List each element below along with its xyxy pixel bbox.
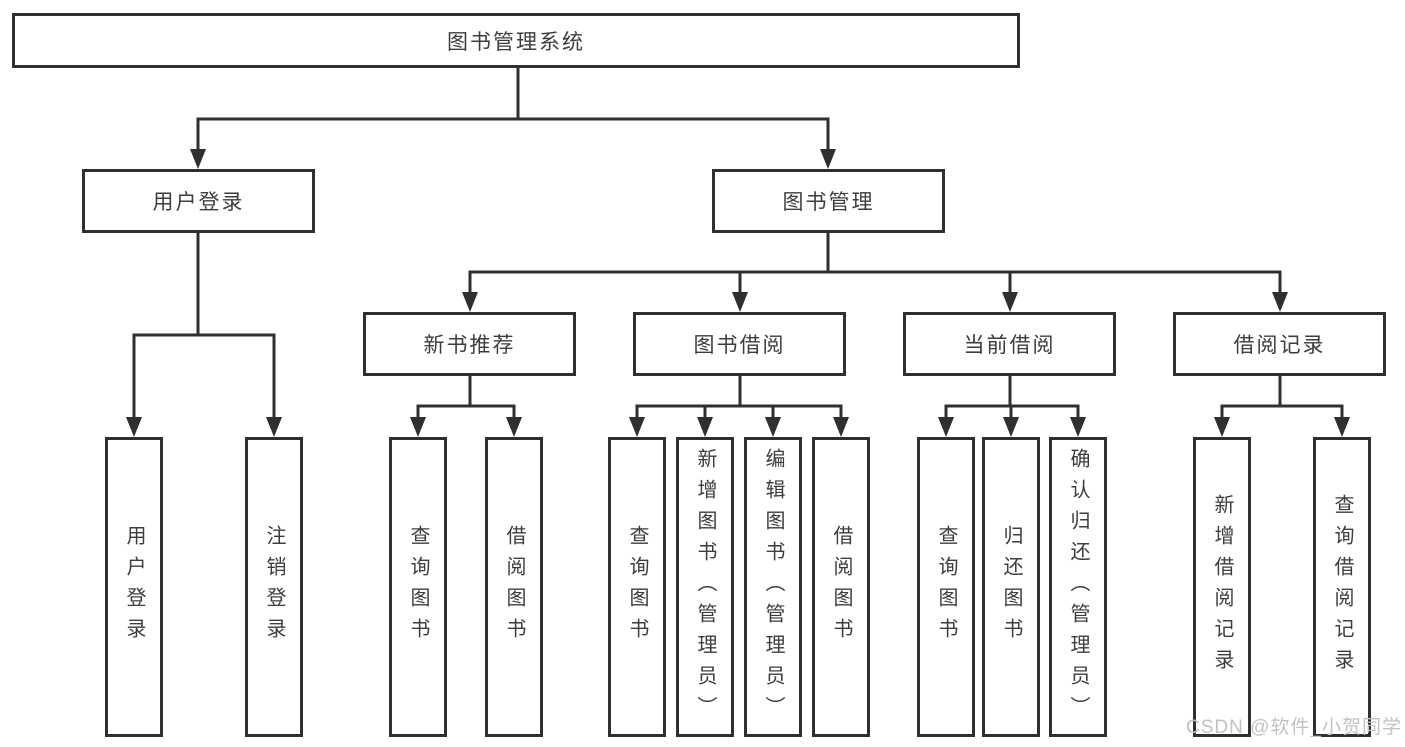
leaf-label: 新增借阅记录: [1211, 494, 1233, 680]
leaf-label: 新增图书（管理员）: [694, 447, 716, 727]
arrowheads: [126, 149, 1350, 437]
leaf-label: 查询借阅记录: [1331, 494, 1353, 680]
node-borrow-records: 借阅记录: [1173, 312, 1386, 376]
leaf-label: 查询图书: [935, 525, 957, 649]
connector-newbook-split: [416, 376, 516, 419]
leaf-label: 用户登录: [123, 525, 145, 649]
leaf-label: 注销登录: [263, 525, 285, 649]
leaf-label: 编辑图书（管理员）: [762, 447, 784, 727]
connector-management-split: [468, 233, 1282, 294]
connector-currentborrow-split: [944, 376, 1080, 419]
node-current-borrow: 当前借阅: [903, 312, 1116, 376]
leaf-label: 归还图书: [1000, 525, 1022, 649]
leaf-label: 确认归还（管理员）: [1067, 447, 1089, 727]
leaf-logout: 注销登录: [245, 437, 303, 737]
leaf-edit-books-admin: 编辑图书（管理员）: [744, 437, 802, 737]
leaf-user-login: 用户登录: [105, 437, 163, 737]
leaf-confirm-return-admin: 确认归还（管理员）: [1049, 437, 1107, 737]
leaf-return-books: 归还图书: [982, 437, 1040, 737]
leaf-label: 查询图书: [626, 525, 648, 649]
connector-bookborrow-split: [635, 376, 843, 419]
leaf-add-borrow-record: 新增借阅记录: [1193, 437, 1251, 737]
leaf-label: 借阅图书: [503, 525, 525, 649]
leaf-query-borrow-record: 查询借阅记录: [1313, 437, 1371, 737]
connector-root-split: [196, 68, 830, 151]
node-book-borrow: 图书借阅: [633, 312, 846, 376]
leaf-label: 查询图书: [407, 525, 429, 649]
leaf-borrow-books-newbook: 借阅图书: [485, 437, 543, 737]
leaf-query-books-borrow: 查询图书: [608, 437, 666, 737]
leaf-borrow-books: 借阅图书: [812, 437, 870, 737]
leaf-label: 借阅图书: [830, 525, 852, 649]
node-new-book-recommend: 新书推荐: [363, 312, 576, 376]
leaf-query-books-newbook: 查询图书: [389, 437, 447, 737]
node-book-management: 图书管理: [712, 169, 945, 233]
leaf-query-books-current: 查询图书: [917, 437, 975, 737]
connector-login-split: [132, 233, 276, 419]
csdn-watermark: CSDN @软件_小贺同学: [1186, 717, 1402, 738]
node-root-system: 图书管理系统: [12, 13, 1020, 68]
leaf-add-books-admin: 新增图书（管理员）: [676, 437, 734, 737]
node-user-login: 用户登录: [82, 169, 315, 233]
connector-records-split: [1220, 376, 1344, 419]
